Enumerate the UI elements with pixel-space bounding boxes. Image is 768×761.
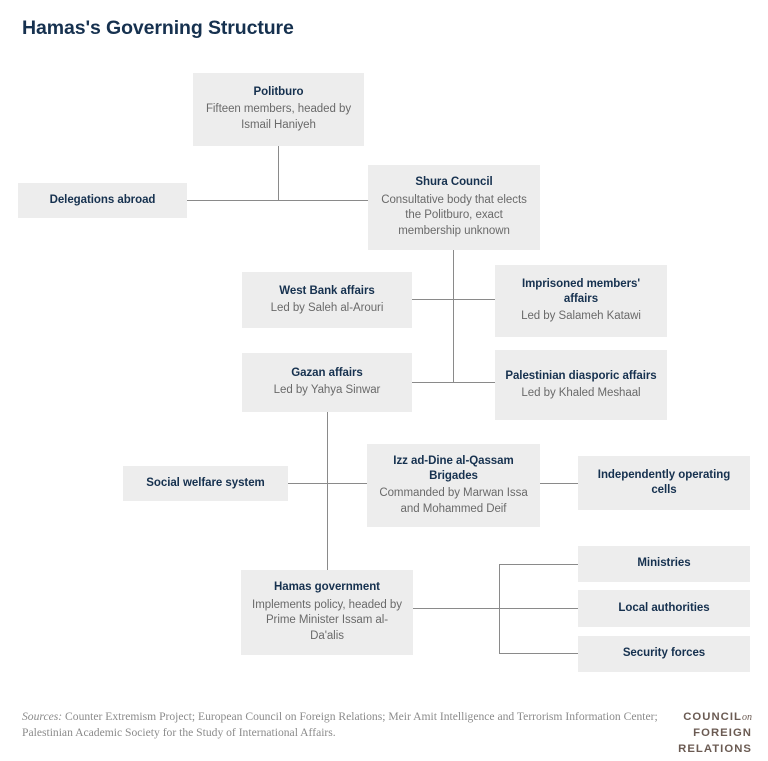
node-title: Local authorities [618, 601, 710, 614]
cfr-logo-line-2: FOREIGN [693, 727, 752, 740]
node-social-welfare-system[interactable]: Social welfare system [123, 466, 288, 501]
node-west-bank-affairs[interactable]: West Bank affairs Led by Saleh al-Arouri [242, 272, 412, 328]
node-title: Hamas government [274, 581, 380, 594]
node-palestinian-diasporic-affairs[interactable]: Palestinian diasporic affairs Led by Kha… [495, 350, 667, 420]
node-title: Delegations abroad [49, 193, 156, 206]
node-description: Led by Yahya Sinwar [273, 384, 381, 397]
cfr-logo-on: on [742, 712, 752, 723]
node-title: Imprisoned members' affairs [521, 278, 641, 306]
node-title: Izz ad-Dine al-Qassam Brigades [393, 454, 514, 482]
sources-text: Counter Extremism Project; European Coun… [22, 710, 658, 740]
node-description: Led by Saleh al-Arouri [270, 301, 384, 314]
node-politburo[interactable]: Politburo Fifteen members, headed by Ism… [193, 73, 364, 146]
node-qassam-brigades[interactable]: Izz ad-Dine al-Qassam Brigades Commanded… [367, 444, 540, 527]
page-title: Hamas's Governing Structure [22, 17, 294, 39]
node-ministries[interactable]: Ministries [578, 546, 750, 582]
node-gazan-affairs[interactable]: Gazan affairs Led by Yahya Sinwar [242, 353, 412, 412]
cfr-logo: COUNCILon FOREIGN RELATIONS [678, 709, 752, 757]
cfr-logo-line-1: COUNCILon [678, 709, 752, 725]
sources-label: Sources: [22, 710, 63, 723]
node-hamas-government[interactable]: Hamas government Implements policy, head… [241, 570, 413, 655]
node-title: Gazan affairs [291, 367, 363, 380]
node-description: Consultative body that elects the Politb… [381, 193, 527, 237]
node-title: Security forces [622, 647, 706, 660]
node-imprisoned-members-affairs[interactable]: Imprisoned members' affairs Led by Salam… [495, 265, 667, 337]
cfr-logo-line-3: RELATIONS [678, 743, 752, 756]
node-shura-council[interactable]: Shura Council Consultative body that ele… [368, 165, 540, 250]
node-local-authorities[interactable]: Local authorities [578, 590, 750, 627]
node-description: Implements policy, headed by Prime Minis… [252, 598, 402, 642]
node-description: Commanded by Marwan Issa and Mohammed De… [379, 487, 528, 515]
node-title: Shura Council [415, 176, 493, 189]
node-description: Led by Khaled Meshaal [521, 386, 641, 399]
node-description: Led by Salameh Katawi [521, 310, 641, 323]
node-title: Ministries [637, 557, 691, 570]
node-title: Independently operating cells [597, 468, 731, 496]
node-independently-operating-cells[interactable]: Independently operating cells [578, 456, 750, 510]
node-title: Social welfare system [146, 476, 265, 489]
node-delegations-abroad[interactable]: Delegations abroad [18, 183, 187, 218]
cfr-logo-council: COUNCIL [683, 711, 742, 723]
node-security-forces[interactable]: Security forces [578, 636, 750, 672]
sources-note: Sources: Counter Extremism Project; Euro… [22, 709, 662, 742]
node-description: Fifteen members, headed by Ismail Haniye… [205, 103, 352, 132]
node-title: Palestinian diasporic affairs [505, 369, 657, 382]
node-title: Politburo [253, 86, 304, 99]
node-title: West Bank affairs [279, 284, 375, 297]
